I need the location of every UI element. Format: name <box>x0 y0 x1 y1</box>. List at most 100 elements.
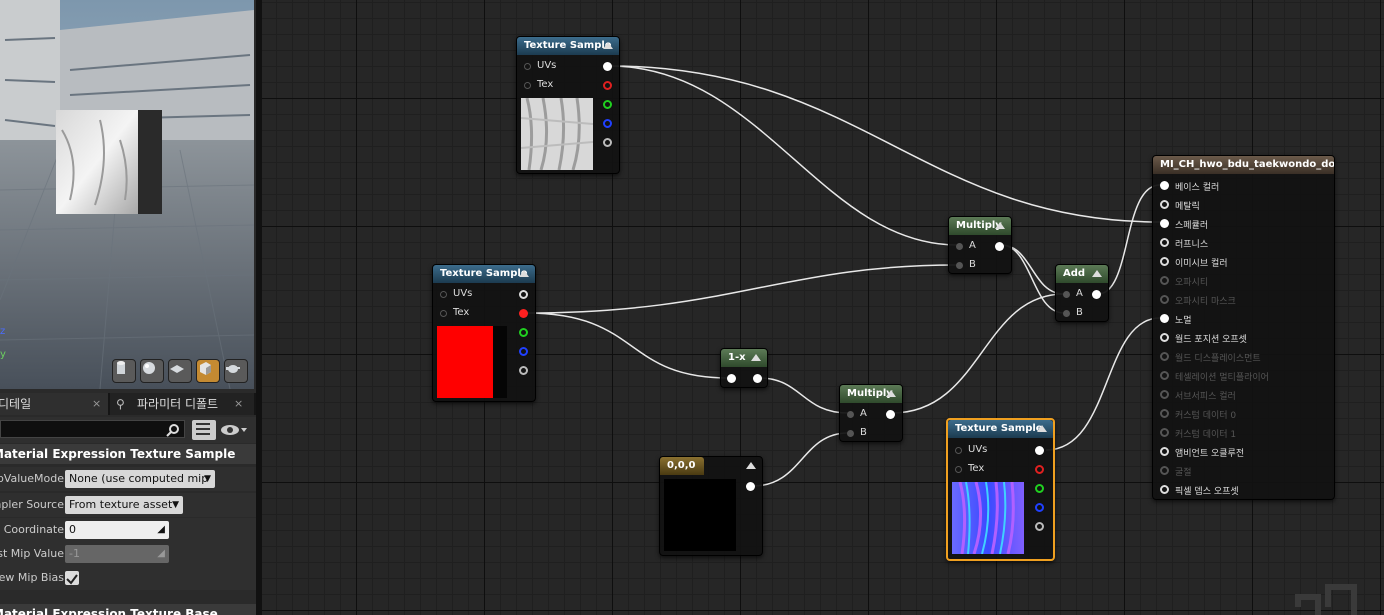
collapse-arrow-icon[interactable] <box>603 42 613 49</box>
y-axis-label: y <box>0 349 6 360</box>
input-pin-a[interactable] <box>1063 291 1070 298</box>
collapse-arrow-icon[interactable] <box>519 270 529 277</box>
tab-parameter-defaults[interactable]: ⚲ 파라미터 디폴트 × <box>110 393 254 415</box>
input-pin-b[interactable] <box>847 430 854 437</box>
section-header-texture-base[interactable]: Material Expression Texture Base <box>0 604 256 615</box>
cube-preview-button[interactable] <box>196 359 220 383</box>
material-input-pin[interactable] <box>1160 219 1169 228</box>
material-input-label: 이미시브 컬러 <box>1175 259 1228 269</box>
input-pin-tex[interactable] <box>440 310 447 317</box>
input-pin[interactable] <box>727 374 736 383</box>
node-texture-sample-3[interactable]: Texture Sample UVs Tex <box>946 418 1055 561</box>
output-pin-rgb[interactable] <box>519 290 528 299</box>
output-pin-b[interactable] <box>603 119 612 128</box>
panel-splitter[interactable] <box>256 0 262 615</box>
output-pin[interactable] <box>753 374 762 383</box>
tab-parameter-defaults-close-icon[interactable]: × <box>234 397 244 410</box>
list-view-icon <box>196 423 210 435</box>
material-input-label: 오파시티 마스크 <box>1175 297 1236 307</box>
mip-value-mode-dropdown[interactable]: None (use computed mip ▼ <box>65 470 215 488</box>
output-pin-b[interactable] <box>519 347 528 356</box>
material-input-pin[interactable] <box>1160 314 1169 323</box>
material-input-pin[interactable] <box>1160 238 1169 247</box>
output-pin-r[interactable] <box>603 81 612 90</box>
pin-label: Tex <box>537 79 554 90</box>
view-options-button[interactable] <box>192 420 216 440</box>
output-pin-a[interactable] <box>603 138 612 147</box>
input-pin-tex[interactable] <box>524 82 531 89</box>
material-input-pin[interactable] <box>1160 447 1169 456</box>
const-coordinate-input[interactable]: 0 ◢ <box>65 521 169 539</box>
collapse-arrow-icon[interactable] <box>746 462 756 469</box>
automatic-view-checkbox[interactable] <box>65 571 79 585</box>
input-pin-uvs[interactable] <box>524 63 531 70</box>
output-pin-r[interactable] <box>519 309 528 318</box>
visibility-filter-button[interactable] <box>220 422 248 438</box>
node-multiply-1[interactable]: Multiply A B <box>948 216 1012 274</box>
section-header[interactable]: Material Expression Texture Sample <box>0 444 256 464</box>
resize-drag-icon: ◢ <box>157 548 165 559</box>
output-pin-g[interactable] <box>1035 484 1044 493</box>
material-input-pin[interactable] <box>1160 485 1169 494</box>
input-pin-a[interactable] <box>847 411 854 418</box>
output-pin[interactable] <box>1092 290 1101 299</box>
cylinder-preview-button[interactable] <box>112 359 136 383</box>
details-search-input[interactable] <box>0 420 185 438</box>
resize-drag-icon[interactable]: ◢ <box>157 524 165 535</box>
custom-mesh-preview-button[interactable] <box>224 359 248 383</box>
material-input-label: 굴절 <box>1175 468 1192 478</box>
prop-mip-value-mode: MipValueMode None (use computed mip ▼ <box>0 467 256 491</box>
input-pin-tex[interactable] <box>955 466 962 473</box>
material-preview-viewport[interactable]: z y <box>0 0 254 389</box>
output-pin-a[interactable] <box>519 366 528 375</box>
node-texture-sample-2[interactable]: Texture Sample UVs Tex <box>432 264 536 402</box>
material-input-label: 월드 포지션 오프셋 <box>1175 335 1247 345</box>
chevron-down-icon: ▼ <box>204 474 211 484</box>
material-input-pin[interactable] <box>1160 181 1169 190</box>
material-input-pin <box>1160 371 1169 380</box>
preview-scene <box>0 0 254 389</box>
sampler-source-dropdown[interactable]: From texture asset ▼ <box>65 496 183 514</box>
collapse-arrow-icon[interactable] <box>1092 270 1102 277</box>
input-pin-uvs[interactable] <box>955 447 962 454</box>
collapse-arrow-icon[interactable] <box>1037 425 1047 432</box>
output-pin-g[interactable] <box>603 100 612 109</box>
input-pin-a[interactable] <box>956 243 963 250</box>
material-input-pin[interactable] <box>1160 257 1169 266</box>
collapse-arrow-icon[interactable] <box>751 354 761 361</box>
tab-details-close-icon[interactable]: × <box>92 397 102 410</box>
node-constant-vector[interactable]: 0,0,0 <box>659 456 763 556</box>
plane-preview-button[interactable] <box>168 359 192 383</box>
material-input-pin <box>1160 352 1169 361</box>
tab-details[interactable]: 디테일 × <box>0 393 108 415</box>
output-pin-rgb[interactable] <box>1035 446 1044 455</box>
output-pin[interactable] <box>995 242 1004 251</box>
collapse-arrow-icon[interactable] <box>886 390 896 397</box>
dropdown-value: From texture asset <box>69 498 173 511</box>
wire-one-minus-to-multiply2-a <box>758 377 849 414</box>
output-pin-b[interactable] <box>1035 503 1044 512</box>
sphere-preview-button[interactable] <box>140 359 164 383</box>
input-pin-uvs[interactable] <box>440 291 447 298</box>
node-multiply-2[interactable]: Multiply A B <box>839 384 903 442</box>
node-title: Texture Sample <box>433 265 535 283</box>
input-pin-b[interactable] <box>1063 310 1070 317</box>
input-pin-b[interactable] <box>956 262 963 269</box>
output-pin-rgb[interactable] <box>603 62 612 71</box>
node-texture-sample-1[interactable]: Texture Sample UVs Tex <box>516 36 620 174</box>
node-add[interactable]: Add A B <box>1055 264 1109 322</box>
wire-ts1-uvs-to-specular <box>609 65 1161 223</box>
output-pin-a[interactable] <box>1035 522 1044 531</box>
collapse-arrow-icon[interactable] <box>995 222 1005 229</box>
material-input-pin[interactable] <box>1160 200 1169 209</box>
output-pin[interactable] <box>746 482 755 491</box>
material-graph-canvas[interactable]: Texture Sample UVs Tex Texture Sample UV… <box>262 0 1384 615</box>
wire-constant-to-multiply2-b <box>752 432 849 487</box>
material-input-pin <box>1160 390 1169 399</box>
node-one-minus[interactable]: 1-x <box>720 348 768 388</box>
output-pin-g[interactable] <box>519 328 528 337</box>
output-pin-r[interactable] <box>1035 465 1044 474</box>
output-pin[interactable] <box>886 410 895 419</box>
material-input-pin[interactable] <box>1160 333 1169 342</box>
